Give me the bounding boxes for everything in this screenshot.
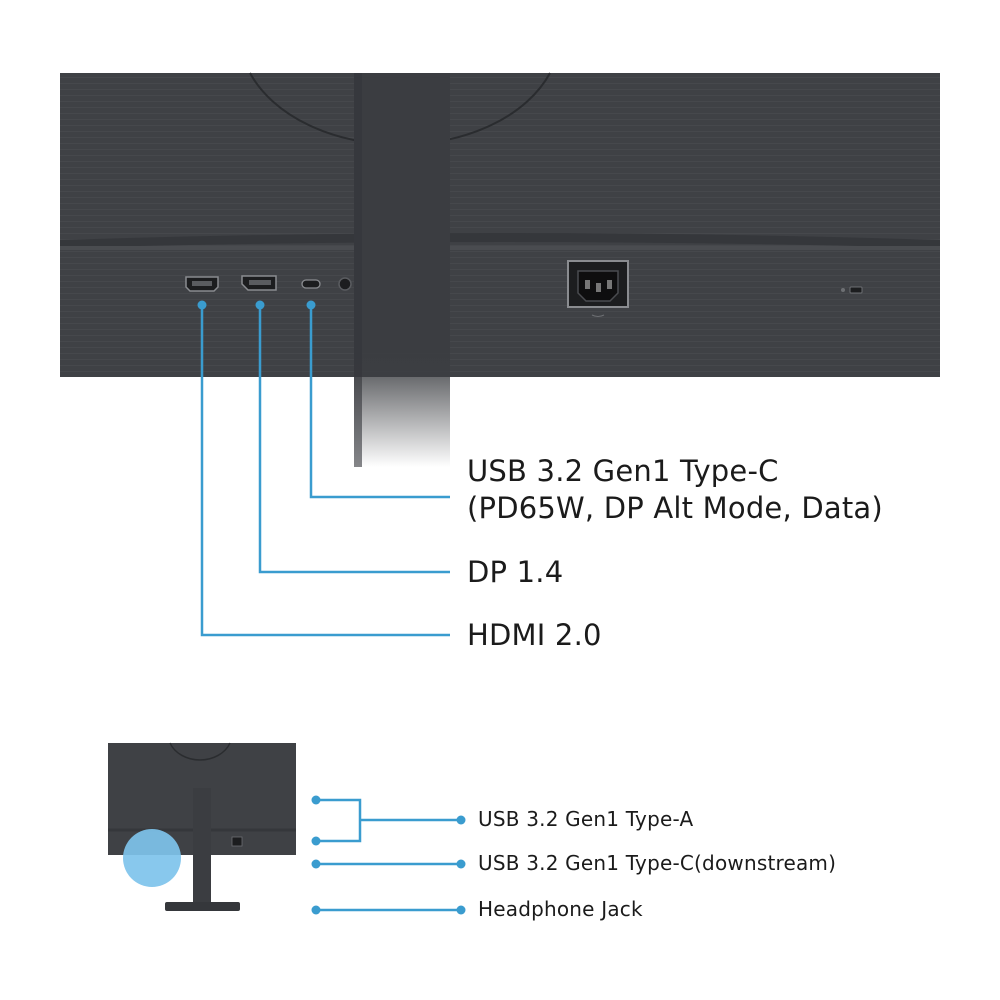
usb-c-downstream-label: USB 3.2 Gen1 Type-C(downstream) [478, 851, 837, 875]
headphone-jack-label: Headphone Jack [478, 897, 643, 921]
dp-callout-line [258, 305, 450, 574]
monitor-back-surface [60, 73, 940, 377]
stand-column [354, 73, 450, 467]
thumbnail-stand-neck [193, 788, 211, 906]
kensington-lock-icon [841, 286, 863, 294]
usb-a-bracket [316, 798, 362, 843]
monitor-back-panel [60, 72, 940, 377]
usb-a-label: USB 3.2 Gen1 Type-A [478, 807, 694, 831]
usb-c-port-icon [301, 279, 321, 289]
monitor-thumbnail [108, 742, 296, 911]
displayport-icon [241, 275, 277, 291]
side-port-highlight [123, 829, 181, 887]
usb-c-callout-line [309, 305, 450, 499]
thumbnail-stand-base [165, 902, 240, 911]
hdmi-callout-line [200, 305, 450, 637]
dp-label: DP 1.4 [467, 555, 564, 589]
usb-c-label-line2: (PD65W, DP Alt Mode, Data) [467, 491, 883, 525]
port-row [185, 260, 863, 317]
hdmi-label: HDMI 2.0 [467, 618, 602, 652]
side-callout-lines [311, 795, 466, 915]
panel-ridge [60, 233, 940, 248]
power-socket-icon [567, 260, 629, 317]
main-callout-lines [197, 300, 450, 637]
round-button-icon [338, 277, 352, 291]
usb-c-label-line1: USB 3.2 Gen1 Type-C [467, 454, 779, 488]
hdmi-port-icon [185, 276, 219, 292]
stand-neck [354, 73, 450, 467]
